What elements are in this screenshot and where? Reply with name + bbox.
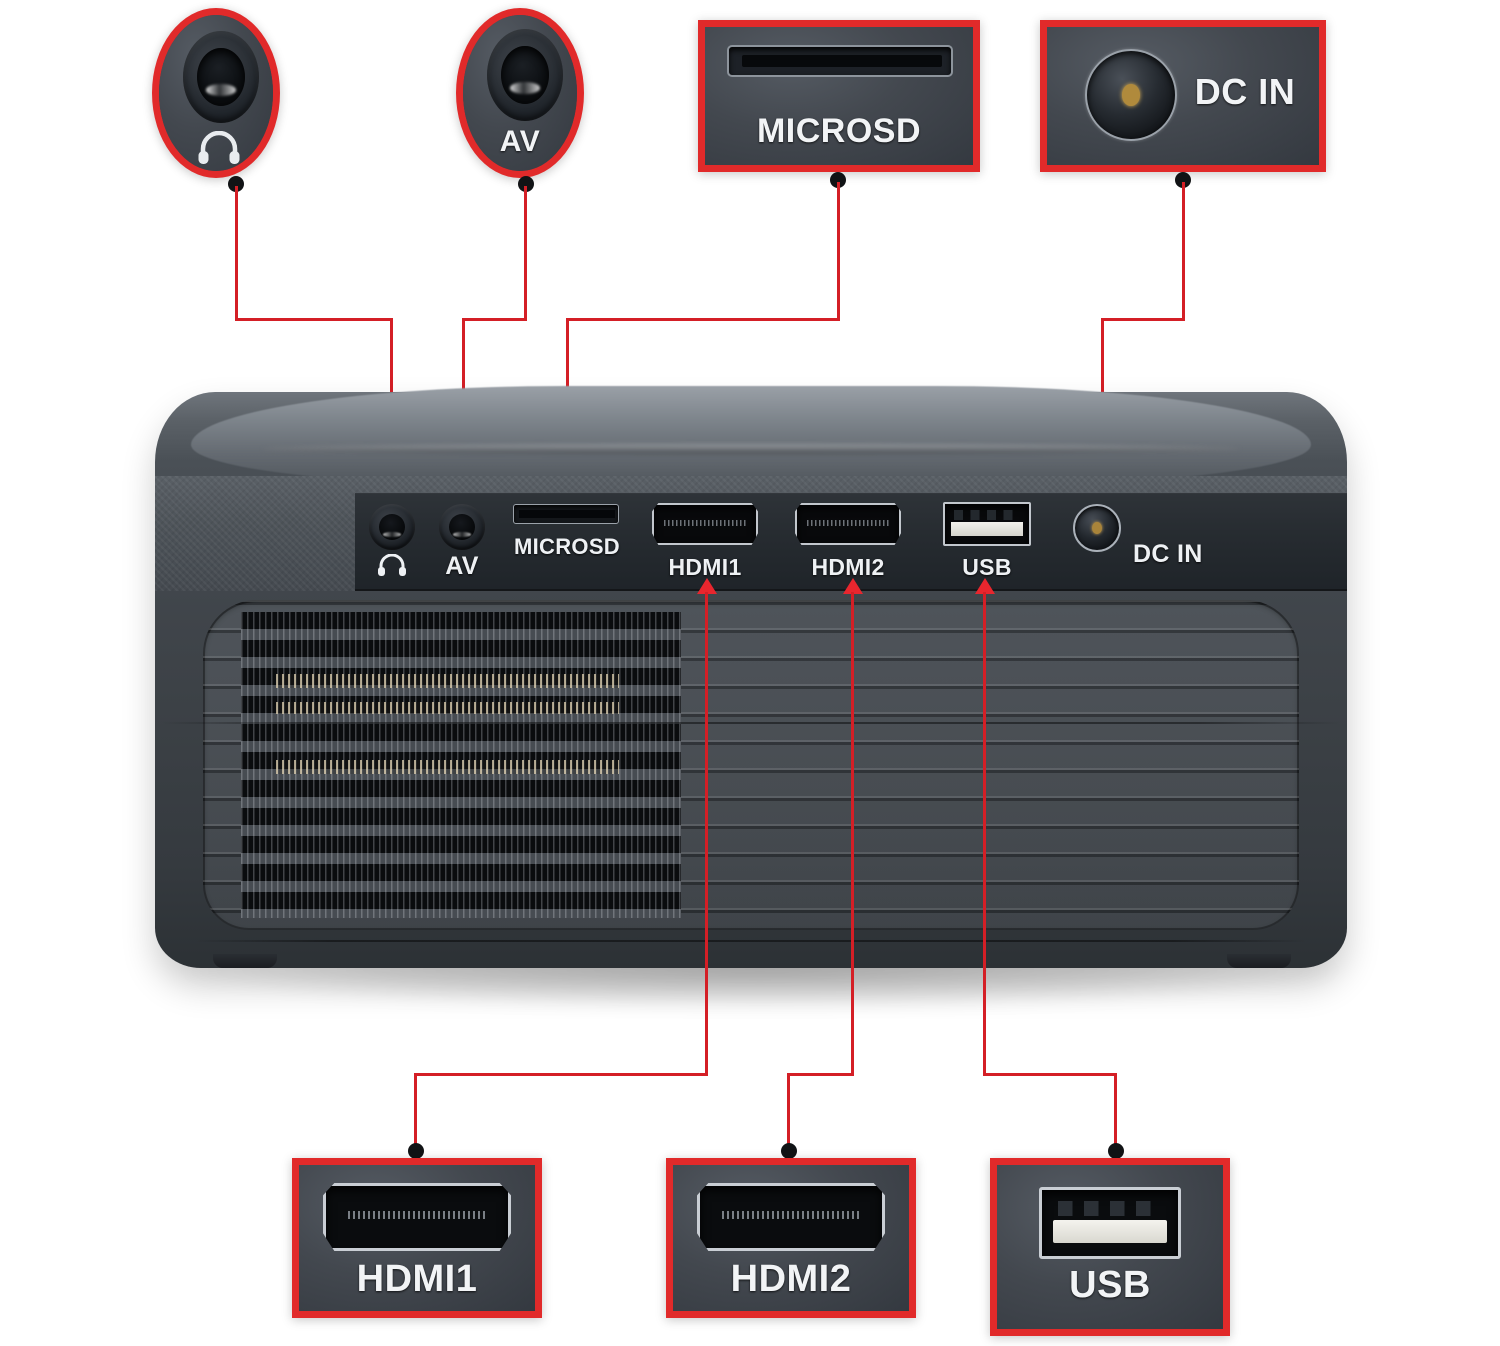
leader-hdmi1-arrow [697,578,717,594]
callout-hdmi1[interactable]: HDMI1 [292,1158,542,1318]
callout-usb-frame: USB [990,1158,1230,1336]
usb-contacts [954,509,1020,520]
usb-port-label: USB [962,554,1012,580]
leader-dot-av [518,176,534,192]
av-port[interactable] [439,504,485,550]
leader-dot-hdmi2 [781,1143,797,1159]
device-foot-left [213,954,277,968]
vent-grille [203,600,1299,930]
vent-hot-row-2 [276,702,620,714]
dcin-port-label: DC IN [1133,540,1203,568]
projector-top-face [190,386,1312,485]
leader-dot-dcin [1175,172,1191,188]
leader-av-h [462,318,527,321]
callout-hdmi2-label: HDMI2 [730,1258,852,1300]
callout-av[interactable]: AV [456,8,584,178]
leader-headphone-h [235,318,393,321]
callout-hdmi2-frame: HDMI2 [666,1158,916,1318]
leader-dcin-v1 [1182,182,1185,320]
callout-dcin-frame: DC IN [1040,20,1326,172]
callout-microsd-frame: MICROSD [698,20,980,172]
projector-body: AV MICROSD HDMI1 HDMI2 USB DC IN [155,386,1347,968]
vent-hot-row-1 [276,674,620,688]
callout-av-frame: AV [456,8,584,178]
bottom-seam [195,940,1307,942]
leader-av-v1 [524,186,527,320]
hdmi1-port[interactable] [652,503,758,545]
vent-openings [241,612,681,918]
callout-microsd[interactable]: MICROSD [698,20,980,172]
callout-headphone-frame [152,8,280,178]
leader-usb-h [983,1073,1117,1076]
microsd-port-label: MICROSD [514,534,620,559]
leader-microsd-v1 [837,182,840,320]
leader-microsd-h [566,318,840,321]
leader-usb-v1 [983,592,986,1075]
device-foot-right [1227,954,1291,968]
hdmi1-icon-pins [347,1210,487,1219]
usb-icon-contacts [1058,1200,1162,1217]
hdmi2-icon-pins [721,1210,861,1219]
leader-dot-headphone [228,176,244,192]
hdmi-port-icon-1 [323,1183,511,1251]
hdmi1-port-label: HDMI1 [668,554,742,580]
callout-av-label: AV [499,125,541,158]
dc-barrel-icon [1085,49,1177,141]
leader-hdmi2-arrow [843,578,863,594]
hdmi1-pins [664,520,746,526]
leader-dot-hdmi1 [408,1143,424,1159]
callout-microsd-label: MICROSD [756,112,922,150]
callout-hdmi1-label: HDMI1 [356,1258,478,1300]
callout-usb-label: USB [1069,1264,1151,1306]
callout-dcin[interactable]: DC IN [1040,20,1326,172]
hdmi2-port[interactable] [795,503,901,545]
callout-hdmi1-frame: HDMI1 [292,1158,542,1318]
dcin-port[interactable] [1073,504,1121,552]
usb-tongue [950,522,1024,536]
headphone-port[interactable] [369,504,415,550]
leader-hdmi2-v2 [787,1073,790,1151]
callout-usb[interactable]: USB [990,1158,1230,1336]
callout-hdmi2[interactable]: HDMI2 [666,1158,916,1318]
leader-hdmi1-h [414,1073,708,1076]
hdmi-port-icon-2 [697,1183,885,1251]
leader-hdmi1-v2 [414,1073,417,1151]
leader-dot-microsd [830,172,846,188]
leader-hdmi2-h [787,1073,854,1076]
hdmi2-pins [807,520,889,526]
leader-headphone-v1 [235,186,238,320]
leader-hdmi1-v1 [705,592,708,1075]
leader-usb-v2 [1114,1073,1117,1151]
av-port-label: AV [445,552,479,580]
microsd-port[interactable] [513,504,619,524]
usb-port-icon [1039,1187,1181,1259]
hdmi2-port-label: HDMI2 [811,554,885,580]
leader-usb-arrow [975,578,995,594]
vent-hot-row-3 [276,760,620,774]
leader-dot-usb [1108,1143,1124,1159]
headphone-icon-small [378,554,406,576]
av-jack-icon [487,29,563,121]
microsd-slot-icon [727,45,953,77]
leader-dcin-h [1101,318,1185,321]
shell-seam [161,722,1341,724]
headphone-icon [198,131,240,164]
leader-hdmi2-v1 [851,592,854,1075]
callout-headphone[interactable] [152,8,280,178]
usb-port[interactable] [943,502,1031,546]
projector-top-crease [262,443,1240,454]
headphone-jack-icon [183,31,259,123]
callout-dcin-label: DC IN [1194,71,1296,112]
usb-icon-tongue [1052,1220,1168,1243]
